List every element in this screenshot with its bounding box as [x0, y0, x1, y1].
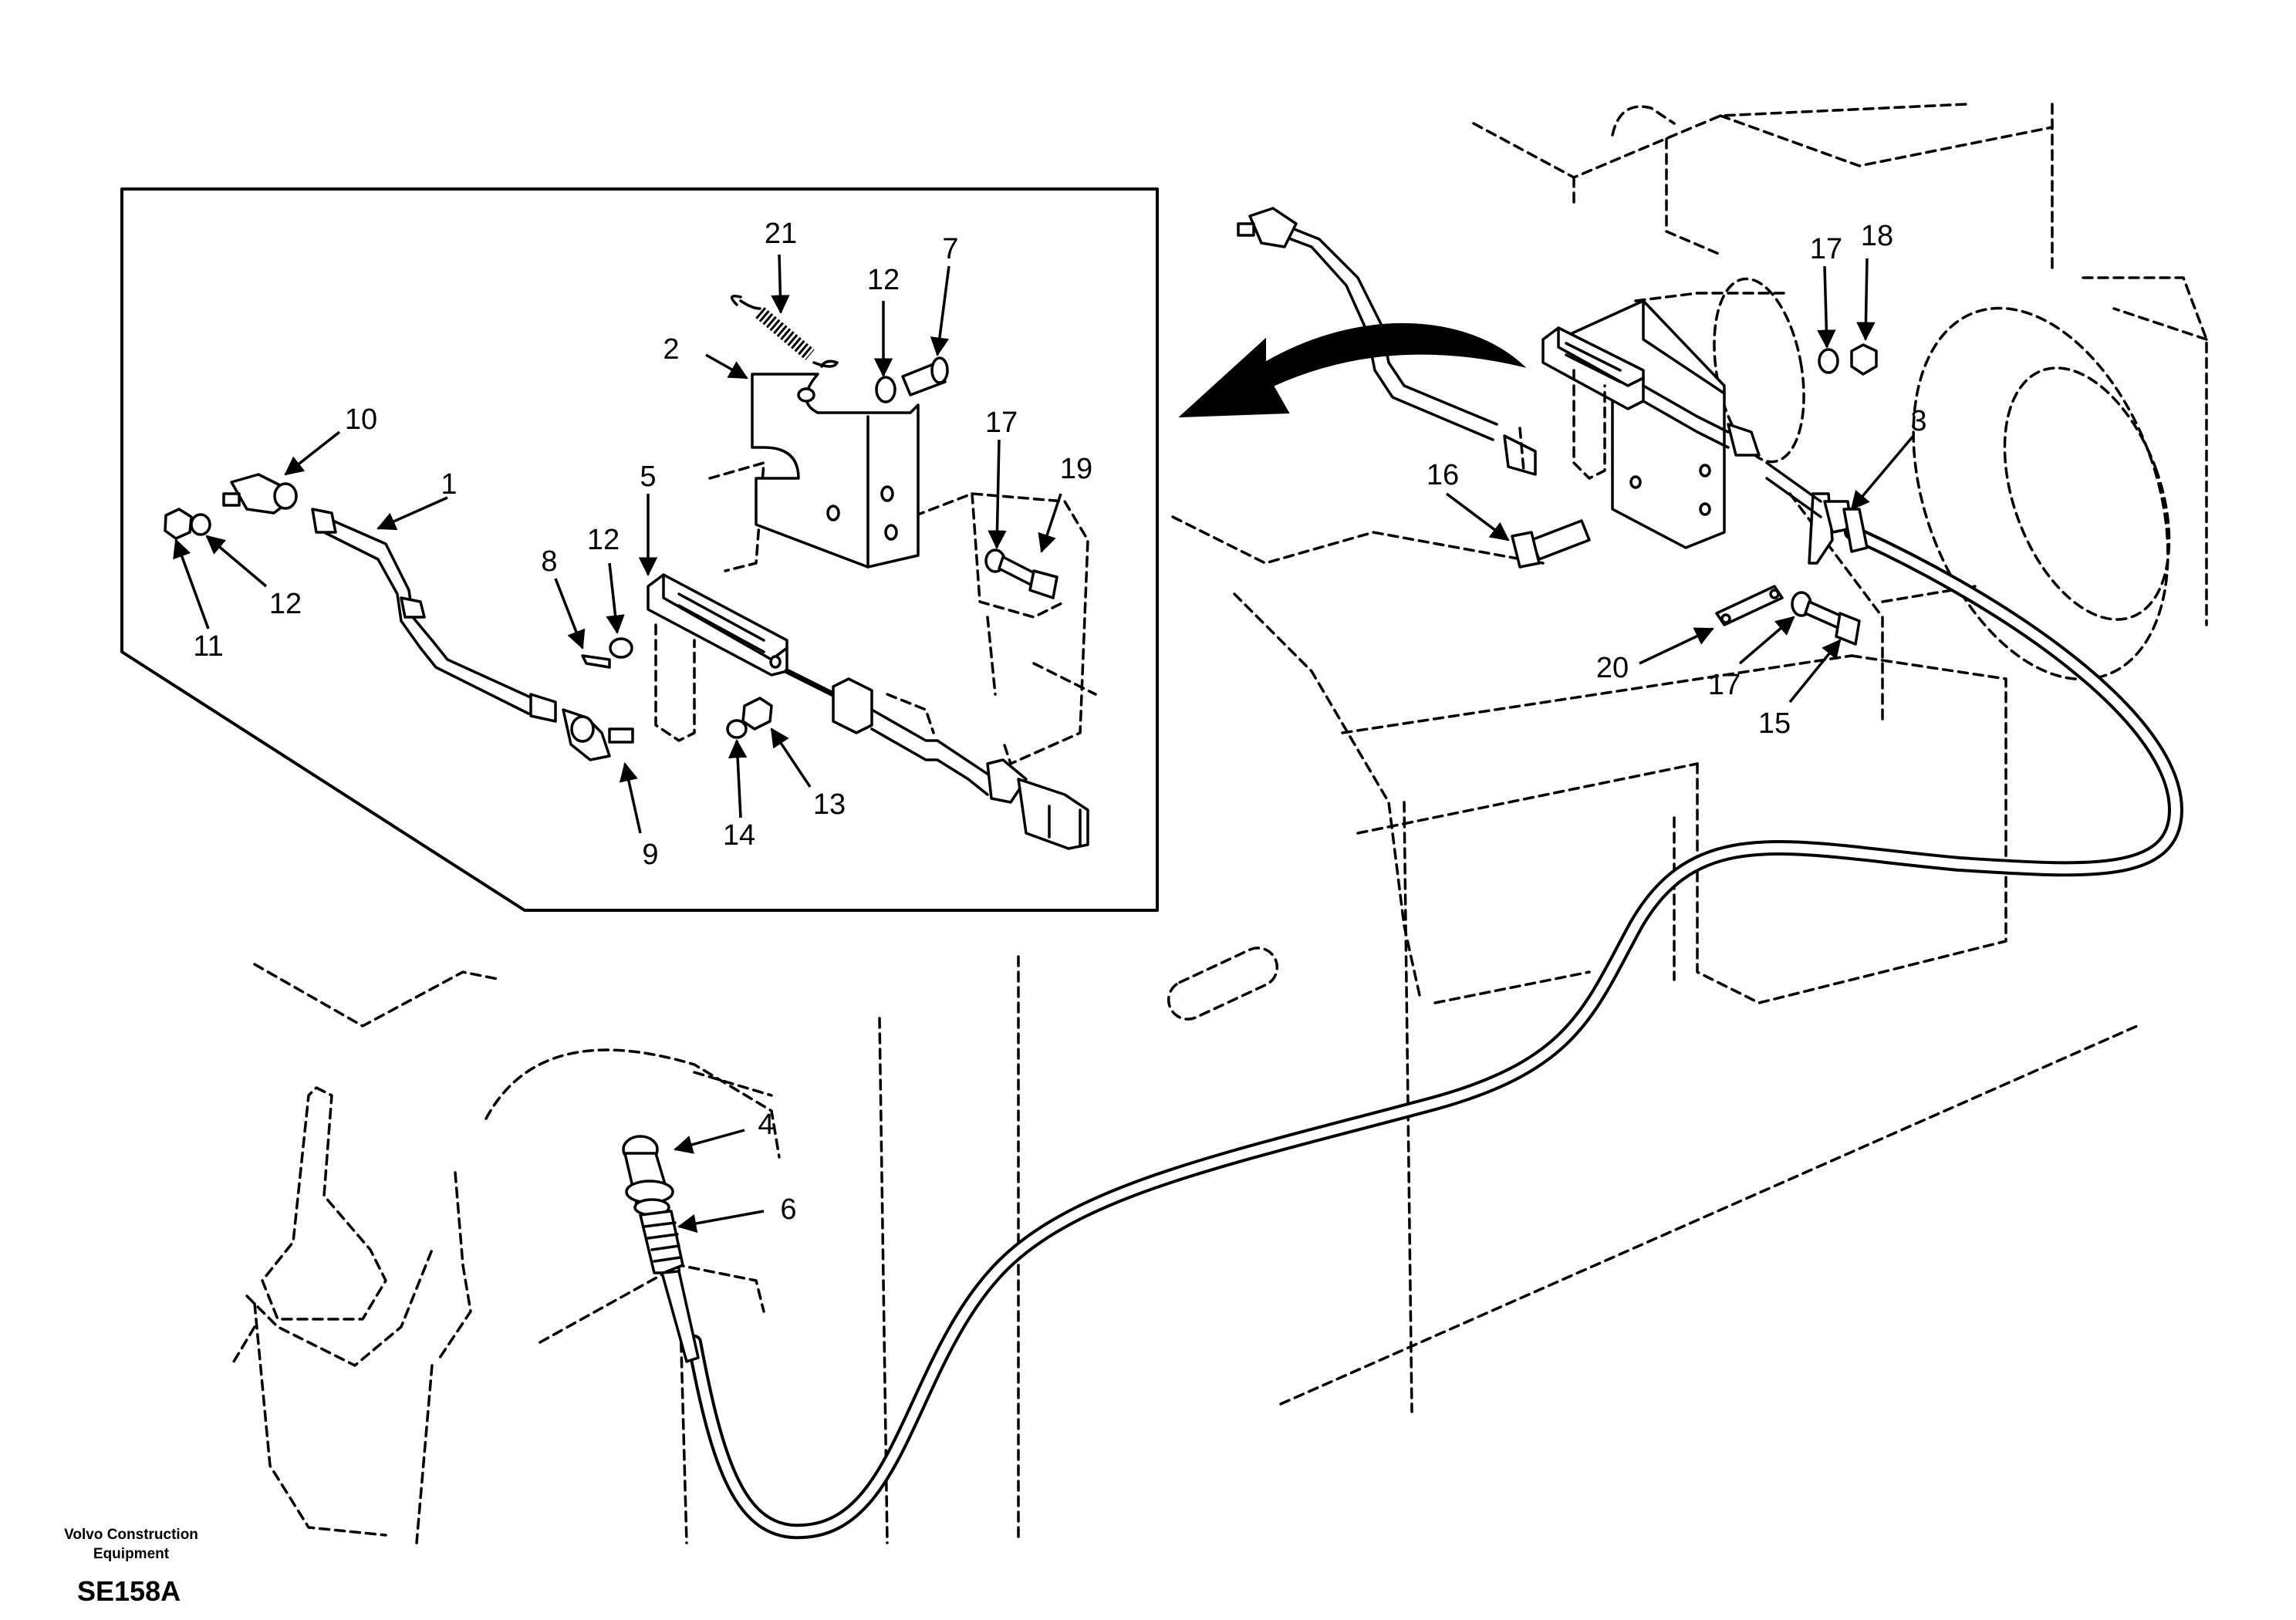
washer-part-14	[726, 719, 748, 739]
throttle-knob-part-4	[622, 1135, 674, 1217]
pin-part-7	[901, 356, 949, 397]
detail-inset-parts	[164, 295, 1089, 850]
callout-17-lower: 17	[1708, 669, 1741, 701]
callout-14: 14	[723, 819, 755, 852]
callout-leaders	[173, 254, 1915, 1234]
callout-9: 9	[642, 839, 658, 871]
callout-12-top: 12	[867, 264, 900, 296]
cable-nut-part-6	[639, 1210, 700, 1363]
callout-12-mid: 12	[587, 524, 620, 556]
main-bracket-assembly	[1237, 207, 1878, 646]
bolt-part-16	[1511, 519, 1591, 569]
callout-11: 11	[193, 630, 223, 663]
callout-19: 19	[1060, 453, 1092, 485]
brand-line-1: Volvo Construction	[64, 1527, 198, 1543]
view-direction-arrow	[1178, 323, 1527, 418]
callout-15: 15	[1758, 707, 1791, 740]
washer-part-12-top	[875, 376, 896, 403]
callout-18: 18	[1861, 220, 1893, 252]
nut-part-11	[164, 508, 193, 540]
bolt-part-15	[1804, 600, 1861, 646]
washer-part-12-mid	[609, 637, 633, 659]
callout-8: 8	[541, 545, 557, 578]
cable-end-inset	[784, 668, 1089, 850]
bolt-part-19	[998, 555, 1059, 599]
brand-line-2: Equipment	[93, 1546, 170, 1562]
callout-6: 6	[780, 1193, 796, 1226]
callout-2: 2	[663, 333, 679, 366]
throttle-cable	[687, 508, 2183, 1540]
nut-part-13	[741, 697, 773, 731]
washer-part-17-top	[1818, 348, 1839, 374]
footer-branding: Volvo Construction Equipment SE158A	[64, 1527, 198, 1607]
machine-outline-background	[230, 103, 2208, 1544]
ball-joint-part-9	[562, 708, 634, 761]
spring-part-21	[730, 295, 839, 368]
slider-block-part-5	[647, 573, 788, 742]
callout-17-top: 17	[1810, 233, 1842, 265]
callout-21: 21	[765, 218, 797, 250]
callout-20: 20	[1596, 652, 1629, 684]
callout-12-left: 12	[269, 588, 302, 620]
control-rod-part-1	[311, 508, 557, 723]
callout-numbers: 1 2 3 4 5 6 7 8 9 10 11 12 12 12 13 14 1…	[193, 218, 1926, 1226]
callout-13: 13	[813, 788, 846, 821]
clip-part-8	[581, 654, 611, 669]
nut-part-18	[1850, 343, 1878, 376]
callout-4: 4	[758, 1109, 774, 1141]
callout-10: 10	[345, 403, 377, 436]
callout-3: 3	[1910, 405, 1926, 437]
callout-5: 5	[640, 461, 656, 493]
ball-joint-part-10	[222, 473, 298, 515]
detail-inset-frame	[120, 187, 1159, 912]
callout-7: 7	[942, 233, 958, 265]
callout-16: 16	[1427, 459, 1459, 491]
callout-17-inset: 17	[985, 407, 1018, 439]
callout-1: 1	[441, 468, 457, 501]
washer-part-12-left	[190, 513, 211, 536]
drawing-code: SE158A	[77, 1575, 181, 1607]
